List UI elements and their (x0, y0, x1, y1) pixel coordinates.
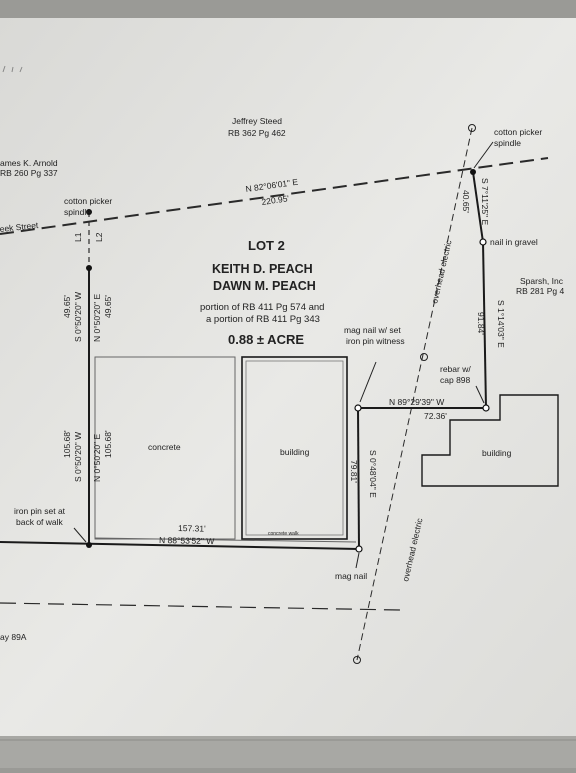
west-upper-right-bearing: N 0°50'20" E (92, 293, 102, 342)
west-lower-right-distance: 105.68' (103, 430, 113, 458)
mag-nail-witness-marker (354, 404, 362, 412)
utility-pole-top (468, 124, 476, 132)
owner-name-1: KEITH D. PEACH (212, 262, 313, 276)
neighbor-arnold-ref: RB 260 Pg 337 (0, 168, 58, 178)
east-building (421, 394, 559, 487)
leader-ne-spindle (473, 141, 494, 169)
west-spindle-marker (86, 209, 92, 215)
mag-nail-marker (355, 545, 363, 553)
north-line-distance: 220.95' (261, 193, 290, 207)
acreage: 0.88 ± ACRE (228, 332, 304, 347)
rebar-marker (482, 404, 490, 412)
east-building-label: building (482, 448, 512, 458)
south-line-bearing: N 88°53'52" W (159, 535, 214, 546)
east-upper-line (482, 241, 487, 409)
east-lower-line (357, 407, 360, 550)
paper-sheet (0, 18, 576, 736)
lot-title: LOT 2 (248, 238, 285, 253)
rebar-label-1: rebar w/ (440, 364, 471, 374)
nail-gravel-marker (479, 238, 487, 246)
west-upper-right-distance: 49.65' (103, 295, 113, 318)
utility-pole-bottom (353, 656, 361, 664)
main-building (241, 356, 348, 540)
east-lower-bearing: S 0°48'04" E (368, 450, 378, 498)
ne-short-line (472, 171, 484, 243)
mag-nail-witness-1: mag nail w/ set (344, 325, 401, 335)
rebar-label-2: cap 898 (440, 375, 471, 385)
portion-line-2: a portion of RB 411 Pg 343 (206, 314, 320, 325)
concrete-label: concrete (148, 442, 181, 452)
south-road-dashed (0, 602, 401, 611)
mid-line-distance: 72.36' (424, 411, 447, 421)
west-l1-marker (86, 265, 92, 271)
concrete-walk-edge (94, 537, 357, 543)
main-building-inner (245, 360, 344, 536)
leader-rebar (475, 385, 485, 404)
east-lower-distance: 79.81' (349, 460, 359, 483)
main-building-label: building (280, 447, 310, 457)
west-l2-label: L2 (94, 232, 104, 242)
neighbor-sparsh-ref: RB 281 Pg 4 (516, 286, 564, 296)
west-upper-left-bearing: S 0°50'20" W (73, 292, 83, 342)
west-lower-left-distance: 105.68' (62, 430, 72, 458)
top-edge-ticks (2, 65, 23, 73)
monitor-bezel-bottom (0, 736, 576, 768)
neighbor-steed-ref: RB 362 Pg 462 (228, 128, 286, 138)
ne-short-bearing: S 7°11'25" E (480, 178, 490, 225)
east-upper-distance: 91.84' (476, 312, 486, 335)
street-south: ay 89A (0, 632, 27, 642)
iron-pin-label-2: back of walk (16, 517, 64, 527)
north-boundary-line (0, 157, 549, 235)
leader-iron-pin (73, 527, 87, 543)
west-l1-label: L1 (73, 232, 83, 242)
mag-nail-label: mag nail (335, 571, 367, 581)
ne-short-distance: 40.65' (461, 190, 471, 213)
street-north: eek Street (0, 220, 39, 234)
west-upper-left-distance: 49.65' (62, 295, 72, 318)
nail-in-gravel: nail in gravel (490, 237, 538, 247)
cotton-picker-ne-1: cotton picker (494, 127, 542, 137)
west-lower-left-bearing: S 0°50'20" W (73, 432, 83, 482)
east-upper-bearing: S 1°14'03" E (496, 300, 506, 348)
ne-spindle-marker (470, 169, 476, 175)
west-lower-right-bearing: N 0°50'20" E (92, 433, 102, 482)
iron-pin-marker (86, 542, 92, 548)
neighbor-arnold-name: ames K. Arnold (0, 158, 58, 168)
leader-mag-nail (355, 552, 360, 569)
overhead-electric-line (356, 127, 473, 661)
utility-pole-mid (420, 353, 428, 361)
concrete-walk-label: concrete walk (268, 531, 299, 537)
owner-name-2: DAWN M. PEACH (213, 279, 316, 293)
cotton-picker-west-1: cotton picker (64, 196, 112, 206)
portion-line-1: portion of RB 411 Pg 574 and (200, 302, 324, 313)
south-line (0, 541, 360, 550)
mag-nail-witness-2: iron pin witness (346, 336, 405, 346)
south-line-distance: 157.31' (178, 523, 206, 534)
mid-line-bearing: N 89°29'39" W (389, 397, 444, 407)
iron-pin-label-1: iron pin set at (14, 506, 66, 516)
leader-mag-witness (359, 361, 377, 403)
neighbor-sparsh-name: Sparsh, Inc (520, 276, 564, 286)
cotton-picker-west-2: spindle (64, 207, 91, 217)
cotton-picker-ne-2: spindle (494, 138, 521, 148)
neighbor-steed-name: Jeffrey Steed (232, 116, 282, 126)
